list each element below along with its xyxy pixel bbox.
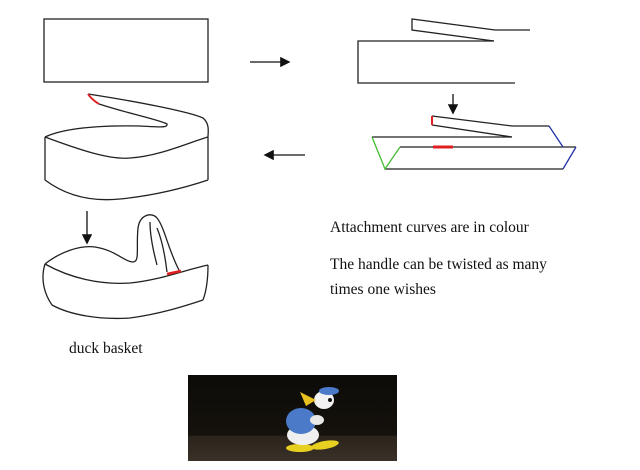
- curved-box: [44, 93, 209, 201]
- caption-duck-basket: duck basket: [69, 340, 143, 357]
- duck-basket-drawing: [42, 214, 209, 320]
- duck-cartoon-image: [188, 375, 397, 461]
- flat-sheet-rect: [43, 18, 209, 83]
- caption-handle-line1: The handle can be twisted as many: [330, 256, 547, 273]
- attached-sheet: [371, 115, 577, 171]
- caption-handle-line2: times one wishes: [330, 281, 436, 298]
- duck-figure: [286, 387, 339, 452]
- cut-sheet: [357, 18, 530, 84]
- caption-attachment: Attachment curves are in colour: [330, 219, 529, 236]
